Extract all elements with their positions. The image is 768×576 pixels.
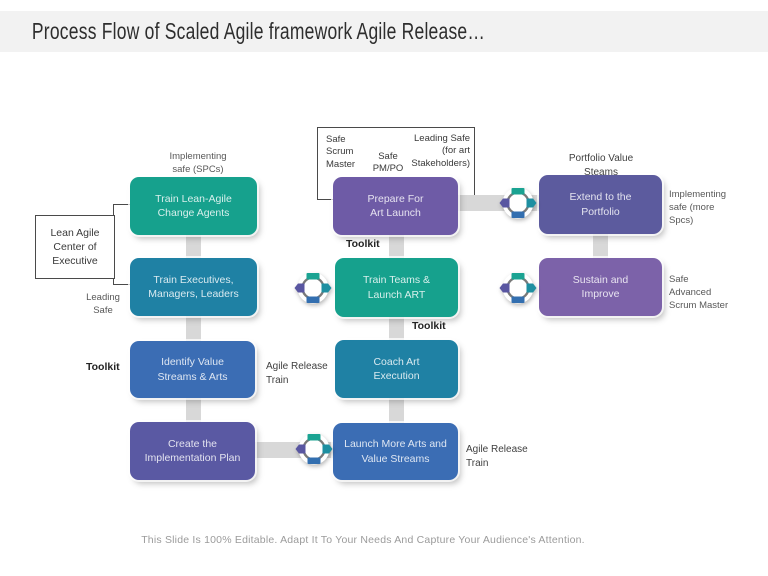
title-bar: Process Flow of Scaled Agile framework A… (0, 11, 768, 52)
node-identify-value-streams-arts: Identify Value Streams & Arts (130, 341, 255, 398)
label-agile-release-train-left: Agile Release Train (266, 361, 328, 386)
connector-vertical (186, 314, 201, 343)
connector-vertical (389, 233, 404, 260)
node-sustain-and-improve: Sustain and Improve (539, 258, 662, 316)
callout-lean-agile-center: Lean Agile Center of Executive (35, 215, 115, 279)
label-leading-safe: Leading Safe (86, 292, 120, 316)
page-title: Process Flow of Scaled Agile framework A… (31, 18, 486, 44)
node-create-implementation-plan: Create the Implementation Plan (130, 422, 255, 480)
label-agile-release-train-bottom: Agile Release Train (466, 444, 528, 469)
node-coach-art-execution: Coach Art Execution (335, 340, 458, 398)
label-toolkit-mid-top: Toolkit (346, 238, 380, 250)
process-cycle-icon (498, 268, 538, 308)
label-implementing-safe-spcs: Implementing safe (SPCs) (169, 151, 227, 175)
process-cycle-icon (294, 429, 334, 469)
connector-vertical (389, 396, 404, 425)
label-leading-safe-stakeholders: Leading Safe (for art Stakeholders) (411, 133, 470, 169)
label-safe-pm-po: Safe PM/PO (372, 151, 404, 175)
connector-vertical (186, 233, 201, 260)
label-implementing-safe-more-spcs: Implementing safe (more Spcs) (669, 189, 727, 226)
footer-note: This Slide Is 100% Editable. Adapt It To… (141, 534, 585, 546)
label-toolkit-mid-bottom: Toolkit (412, 320, 446, 332)
callout-line (113, 284, 132, 285)
process-cycle-icon (293, 268, 333, 308)
connector-vertical (389, 315, 404, 342)
node-launch-more-arts-value-streams: Launch More Arts and Value Streams (333, 423, 458, 480)
node-train-executives-managers-leaders: Train Executives, Managers, Leaders (130, 258, 257, 316)
node-prepare-for-art-launch: Prepare For Art Launch (333, 177, 458, 235)
callout-line (113, 204, 132, 205)
node-train-teams-launch-art: Train Teams & Launch ART (335, 258, 458, 317)
label-toolkit-left: Toolkit (86, 361, 120, 373)
connector-vertical (593, 232, 608, 260)
label-safe-scrum-master: Safe Scrum Master (326, 134, 356, 170)
process-cycle-icon (498, 183, 538, 223)
node-extend-to-the-portfolio: Extend to the Portfolio (539, 175, 662, 234)
node-train-lean-agile-change-agents: Train Lean-Agile Change Agents (130, 177, 257, 235)
connector-vertical (186, 396, 201, 424)
label-portfolio-value-steams: Portfolio Value Steams (568, 153, 634, 178)
label-safe-advanced-scrum-master: Safe Advanced Scrum Master (669, 274, 729, 311)
